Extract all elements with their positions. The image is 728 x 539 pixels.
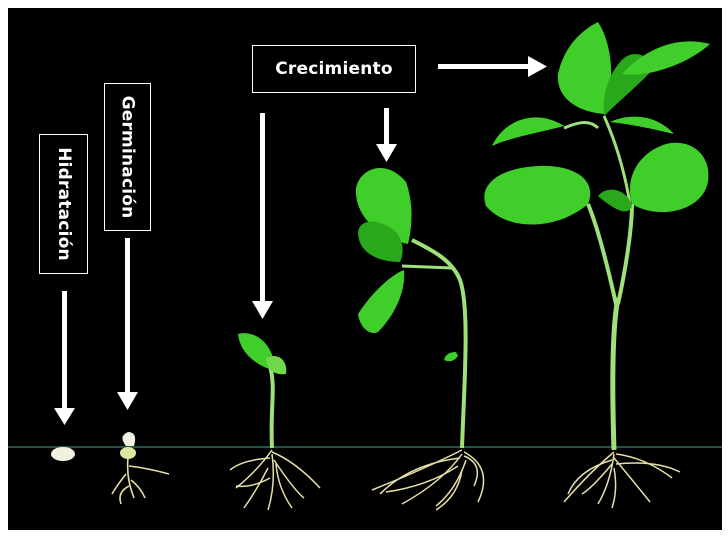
label-germination-text: Germinación — [118, 96, 138, 219]
label-growth-text: Crecimiento — [275, 59, 392, 79]
seed — [51, 447, 75, 461]
arrow-hydration — [54, 291, 75, 425]
label-hydration-text: Hidratación — [54, 147, 74, 261]
mature-plant — [484, 22, 710, 508]
label-hydration: Hidratación — [39, 134, 88, 274]
label-germination: Germinación — [104, 83, 151, 231]
germinating-seed — [112, 432, 169, 504]
arrow-growth-young — [376, 108, 397, 162]
young-plant — [356, 168, 484, 510]
arrow-growth-mature — [438, 56, 547, 77]
arrow-growth-seedling — [252, 113, 273, 319]
seedling — [230, 333, 320, 510]
arrow-germination — [117, 238, 138, 410]
plant-growth-diagram: Hidratación Germinación Crecimiento — [8, 8, 722, 530]
label-growth: Crecimiento — [252, 45, 416, 93]
